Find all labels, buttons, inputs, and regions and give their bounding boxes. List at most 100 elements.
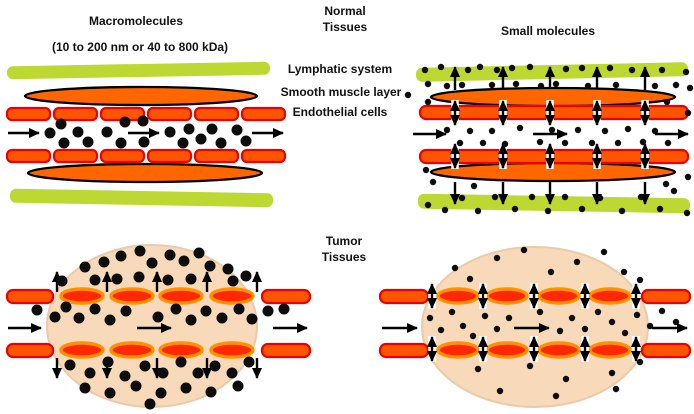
lymphatic-system-label: Lymphatic system	[287, 62, 393, 76]
macromolecule-dot	[137, 115, 149, 127]
tumor-vessel-cell	[158, 341, 204, 359]
small-molecule-dot	[493, 325, 501, 333]
small-molecule-dot	[639, 138, 647, 146]
small-molecule-dot	[670, 187, 678, 195]
small-molecule-dot	[458, 194, 466, 202]
macromolecule-dot	[115, 137, 127, 149]
macromolecule-dot	[157, 367, 169, 379]
tumor-vessel-cell	[209, 287, 255, 305]
small-molecule-dot	[456, 139, 464, 147]
small-molecule-dot	[672, 81, 680, 89]
small-molecule-dot	[526, 362, 534, 370]
small-molecule-dot	[656, 205, 664, 213]
tumor-vessel-cell	[59, 287, 105, 305]
endothelial-layer-bar	[260, 288, 312, 305]
tumor-vessel-cell	[436, 287, 480, 305]
small-molecule-dot	[561, 193, 569, 201]
small-molecule-dot	[476, 63, 484, 71]
macromolecules-size-subtitle: (10 to 200 nm or 40 to 800 kDa)	[51, 40, 229, 54]
lymphatic-vessel-band	[417, 193, 691, 214]
small-molecule-dot	[451, 264, 459, 272]
small-molecule-dot	[429, 178, 437, 186]
macromolecule-dot	[227, 275, 239, 287]
lymphatic-vessel-band	[10, 188, 273, 208]
small-molecule-dot	[658, 307, 666, 315]
macromolecule-dot	[209, 360, 221, 372]
macromolecule-dot	[49, 311, 61, 323]
macromolecule-dot	[246, 313, 258, 325]
macromolecule-dot	[64, 359, 76, 371]
lymphatic-vessel-band	[416, 62, 688, 82]
macromolecule-dot	[104, 387, 116, 399]
macromolecule-dot	[183, 123, 195, 135]
small-molecule-dot	[662, 180, 670, 188]
small-molecule-dot	[581, 325, 589, 333]
tumor-vessel-cell	[209, 341, 255, 359]
small-molecule-dot	[684, 109, 692, 117]
smooth-muscle-layer-shape	[23, 85, 259, 107]
macromolecule-dot	[205, 386, 217, 398]
smooth-muscle-layer-label: Smooth muscle layer	[280, 85, 402, 99]
macromolecule-dot	[73, 312, 85, 324]
small-molecule-dot	[536, 308, 544, 316]
endothelial-cells-label: Endothelial cells	[292, 105, 388, 119]
tumor-vessel-cell	[485, 341, 529, 359]
macromolecule-dot	[155, 387, 167, 399]
macromolecule-dot	[111, 273, 123, 285]
small-molecule-dot	[474, 365, 482, 373]
endothelial-layer-bar	[640, 342, 692, 359]
small-molecule-dot	[578, 64, 586, 72]
small-molecule-dot	[537, 82, 545, 90]
macromolecule-dot	[206, 123, 218, 135]
lymphatic-vessel-band	[7, 61, 270, 80]
small-molecule-dot	[584, 82, 592, 90]
macromolecule-dot	[226, 367, 238, 379]
small-molecule-dot	[424, 201, 432, 209]
small-molecule-dot	[516, 124, 524, 132]
macromolecule-dot	[232, 380, 244, 392]
small-molecule-dot	[682, 68, 690, 76]
small-molecule-dot	[608, 318, 616, 326]
small-molecule-dot	[496, 387, 504, 395]
small-molecule-dot	[574, 126, 582, 134]
macromolecule-dot	[180, 382, 192, 394]
small-molecule-dot	[637, 193, 645, 201]
small-molecule-dot	[424, 80, 432, 88]
macromolecule-dot	[152, 311, 164, 323]
small-molecule-dot	[606, 64, 614, 72]
smooth-muscle-layer-shape	[26, 162, 264, 184]
small-molecules-title: Small molecules	[500, 24, 596, 38]
small-molecule-dot	[422, 166, 430, 174]
tumor-vessel-cell	[59, 341, 105, 359]
small-molecule-dot	[508, 64, 516, 72]
macromolecule-dot	[195, 133, 207, 145]
small-molecule-dot	[505, 314, 513, 322]
small-molecule-dot	[479, 139, 487, 147]
macromolecule-dot	[162, 274, 174, 286]
endothelial-cell-segment	[240, 106, 287, 122]
small-molecule-dot	[620, 268, 628, 276]
small-molecule-dot	[556, 327, 564, 335]
small-molecule-dot	[672, 318, 680, 326]
tumor-vessel-cell	[158, 287, 204, 305]
endothelial-cell-segment	[99, 148, 146, 164]
endothelial-cell-segment	[146, 106, 193, 122]
small-molecule-dot	[686, 84, 694, 92]
small-molecule-dot	[548, 126, 556, 134]
macromolecule-dot	[31, 304, 43, 316]
tumor-vessel-cell	[436, 341, 480, 359]
small-molecule-dot	[421, 66, 429, 74]
macromolecule-dot	[164, 249, 176, 261]
macromolecule-dot	[216, 312, 228, 324]
small-molecule-dot	[683, 209, 691, 217]
small-molecule-dot	[481, 312, 489, 320]
small-molecule-dot	[633, 311, 641, 319]
small-molecule-dot	[594, 308, 602, 316]
small-molecule-dot	[573, 258, 581, 266]
endothelial-layer-bar	[378, 288, 430, 305]
tumor-vessel-cell	[537, 287, 581, 305]
small-molecule-dot	[651, 82, 659, 90]
endothelial-cell-segment	[5, 106, 52, 122]
macromolecule-dot	[130, 380, 142, 392]
small-molecule-dot	[493, 66, 501, 74]
